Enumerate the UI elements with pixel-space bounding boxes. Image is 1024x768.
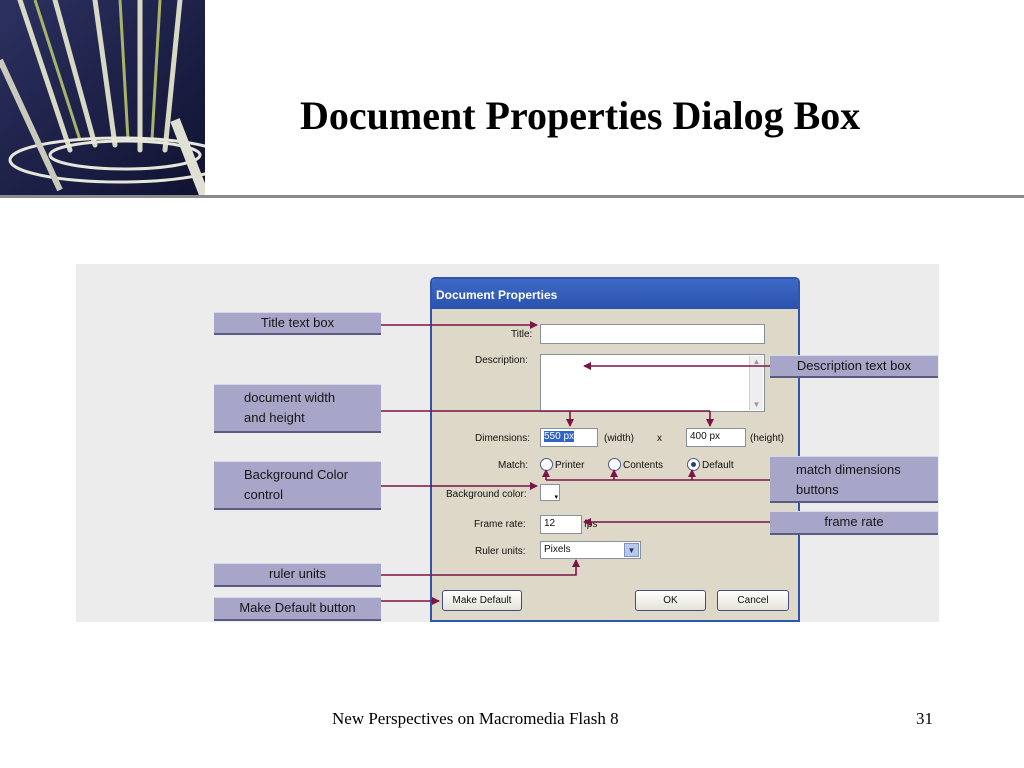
callout-frame-rate: frame rate — [770, 511, 938, 535]
description-textarea[interactable]: ▲ ▼ — [540, 354, 765, 412]
ok-button[interactable]: OK — [635, 590, 706, 611]
width-label: (width) — [604, 433, 635, 444]
callout-background-color-line2: control — [244, 487, 284, 502]
callout-document-width-line2: and height — [244, 410, 305, 425]
callout-background-color: Background Color control — [214, 461, 381, 510]
arrow-ruler-units — [381, 559, 580, 576]
page-number: 31 — [916, 709, 933, 728]
width-value: 550 px — [544, 431, 575, 442]
dialog-titlebar[interactable]: Document Properties — [432, 279, 798, 309]
ruler-units-value: Pixels — [544, 544, 571, 555]
scroll-down-icon[interactable]: ▼ — [752, 400, 761, 409]
make-default-button[interactable]: Make Default — [442, 590, 522, 611]
title-label: Title: — [511, 329, 533, 340]
callout-match-dimensions: match dimensions buttons — [770, 456, 938, 503]
title-input[interactable] — [540, 324, 765, 344]
dimensions-label: Dimensions: — [475, 433, 531, 444]
frame-rate-label: Frame rate: — [474, 519, 526, 530]
cancel-button[interactable]: Cancel — [717, 590, 789, 611]
header-photo — [0, 0, 205, 197]
slide-title: Document Properties Dialog Box — [300, 93, 861, 138]
match-contents-label: Contents — [623, 460, 664, 471]
chevron-down-icon[interactable]: ▼ — [624, 543, 639, 557]
header-divider — [0, 195, 1024, 198]
dialog-title: Document Properties — [436, 288, 558, 302]
callout-match-dimensions-line1: match dimensions — [796, 462, 901, 477]
swatch-dropdown-icon: ▾ — [554, 494, 558, 501]
frame-rate-input[interactable]: 12 — [540, 515, 582, 534]
background-color-label: Background color: — [446, 489, 527, 500]
height-label: (height) — [750, 433, 784, 444]
match-printer-label: Printer — [555, 460, 585, 471]
background-color-swatch[interactable]: ▾ — [540, 484, 560, 501]
callout-title-text-box: Title text box — [214, 312, 381, 335]
callout-document-width-line1: document width — [244, 390, 336, 405]
callout-background-color-line1: Background Color — [244, 467, 349, 482]
times-sign: x — [657, 433, 662, 444]
match-default-radio[interactable] — [687, 458, 700, 471]
callout-description-text-box: Description text box — [770, 355, 938, 378]
ruler-units-select[interactable]: Pixels ▼ — [540, 541, 641, 559]
match-default-label: Default — [702, 460, 734, 471]
description-scrollbar[interactable]: ▲ ▼ — [749, 356, 763, 410]
scroll-up-icon[interactable]: ▲ — [752, 357, 761, 366]
match-label: Match: — [498, 460, 529, 471]
ruler-units-label: Ruler units: — [475, 546, 526, 557]
width-input[interactable]: 550 px — [540, 428, 598, 447]
callout-make-default-button: Make Default button — [214, 597, 381, 621]
callout-match-dimensions-line2: buttons — [796, 482, 839, 497]
document-properties-dialog: Document Properties Title: Description: … — [430, 277, 800, 622]
footer-text: New Perspectives on Macromedia Flash 8 — [332, 709, 619, 728]
description-label: Description: — [475, 355, 528, 366]
callout-ruler-units: ruler units — [214, 563, 381, 587]
callout-document-width: document width and height — [214, 384, 381, 433]
height-input[interactable]: 400 px — [686, 428, 746, 447]
